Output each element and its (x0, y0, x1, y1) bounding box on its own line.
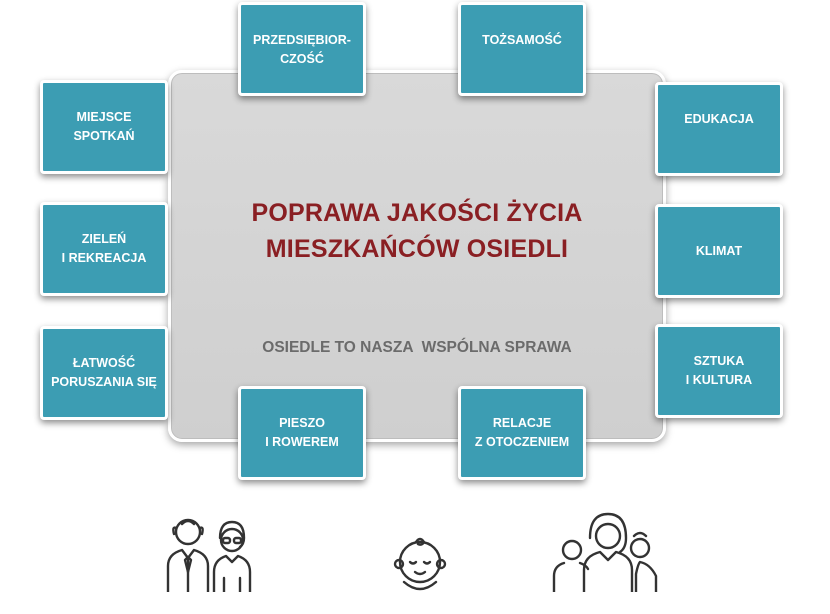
box-latwosc: ŁATWOŚĆ PORUSZANIA SIĘ (40, 326, 168, 420)
box-line: Z OTOCZENIEM (474, 435, 570, 449)
box-line: TOŻSAMOŚĆ (482, 33, 562, 47)
diagram-subtitle: OSIEDLE TO NASZA WSPÓLNA SPRAWA (262, 339, 572, 356)
box-line: SZTUKA (693, 354, 745, 368)
box-tozsamosc: TOŻSAMOŚĆ (458, 2, 586, 96)
family-icon (550, 508, 660, 592)
box-line: I REKREACJA (61, 251, 147, 265)
box-edukacja: EDUKACJA (655, 82, 783, 176)
box-line: KLIMAT (695, 243, 743, 258)
box-line: SPOTKAŃ (73, 129, 135, 143)
box-pieszo: PIESZO I ROWEREM (238, 386, 366, 480)
box-line: PORUSZANIA SIĘ (51, 375, 157, 389)
box-sztuka: SZTUKA I KULTURA (655, 324, 783, 418)
elderly-couple-icon (160, 510, 260, 592)
box-line: ŁATWOŚĆ (72, 356, 136, 370)
baby-icon (390, 532, 450, 614)
box-line: ZIELEŃ (81, 232, 127, 246)
box-zielen: ZIELEŃ I REKREACJA (40, 202, 168, 296)
box-line: I KULTURA (685, 373, 753, 387)
title-line-2: MIESZKAŃCÓW OSIEDLI (265, 235, 569, 263)
box-miejsce-spotkan: MIEJSCE SPOTKAŃ (40, 80, 168, 174)
box-line: PRZEDSIĘBIOR- (253, 33, 351, 47)
box-przedsiebiorczosc: PRZEDSIĘBIOR- CZOŚĆ (238, 2, 366, 96)
box-line: PIESZO (279, 416, 325, 430)
box-line: MIEJSCE (76, 110, 132, 124)
diagram-title: POPRAWA JAKOŚCI ŻYCIA MIESZKAŃCÓW OSIEDL… (171, 195, 663, 267)
box-line: CZOŚĆ (280, 52, 324, 66)
center-panel: POPRAWA JAKOŚCI ŻYCIA MIESZKAŃCÓW OSIEDL… (168, 70, 666, 442)
box-line: RELACJE (492, 416, 552, 430)
box-klimat: KLIMAT (655, 204, 783, 298)
box-line: EDUKACJA (684, 112, 754, 126)
title-line-1: POPRAWA JAKOŚCI ŻYCIA (251, 199, 583, 227)
box-relacje: RELACJE Z OTOCZENIEM (458, 386, 586, 480)
box-line: I ROWEREM (265, 435, 339, 449)
